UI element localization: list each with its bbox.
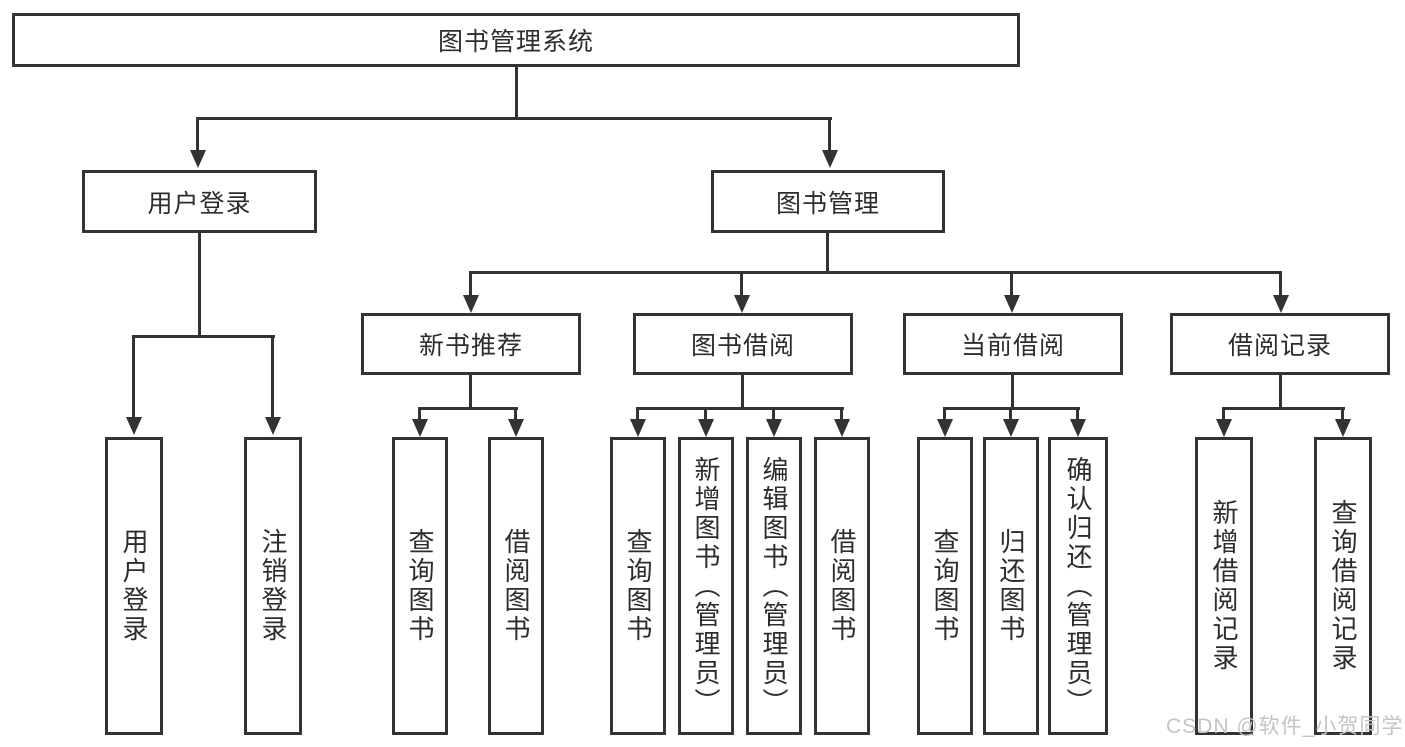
leaf-label: 用户登录 (119, 528, 149, 644)
arrow-down-icon (629, 407, 646, 437)
leaf-label: 新增借阅记录 (1209, 499, 1239, 673)
node-book-management: 图书管理 (711, 170, 945, 233)
connector-root-vertical (515, 67, 518, 117)
leaf-return-books: 归还图书 (983, 437, 1039, 735)
node-new-book-recommendation: 新书推荐 (361, 313, 581, 375)
connector-recommendation-horizontal (419, 407, 518, 410)
node-user-login: 用户登录 (82, 170, 317, 233)
node-borrowing-records: 借阅记录 (1170, 313, 1390, 375)
leaf-query-borrow-record: 查询借阅记录 (1314, 437, 1372, 735)
arrow-down-icon (264, 335, 281, 435)
arrow-down-icon (462, 271, 479, 313)
arrow-down-icon (733, 271, 750, 313)
connector-records-horizontal (1223, 407, 1345, 410)
arrow-down-icon (1334, 407, 1351, 437)
leaf-edit-book-admin: 编辑图书（管理员） (746, 437, 802, 735)
arrow-down-icon (1002, 407, 1019, 437)
connector-current-horizontal (944, 407, 1080, 410)
connector-book-management-vertical (826, 233, 829, 271)
connector-root-horizontal (197, 117, 832, 120)
leaf-label: 借阅图书 (827, 528, 857, 644)
arrow-down-icon (411, 407, 428, 437)
leaf-query-books-borrowing: 查询图书 (610, 437, 666, 735)
leaf-label: 编辑图书（管理员） (759, 455, 789, 717)
leaf-label: 归还图书 (996, 528, 1026, 644)
arrow-down-icon (507, 407, 524, 437)
leaf-label: 确认归还（管理员） (1063, 455, 1093, 717)
connector-borrowing-vertical (741, 375, 744, 407)
arrow-down-icon (765, 407, 782, 437)
arrow-down-icon (833, 407, 850, 437)
connector-user-login-vertical (198, 233, 201, 335)
leaf-label: 新增图书（管理员） (691, 455, 721, 717)
leaf-logout: 注销登录 (244, 437, 302, 735)
leaf-borrow-books-recommend: 借阅图书 (488, 437, 544, 735)
leaf-label: 查询图书 (405, 528, 435, 644)
leaf-query-books-recommend: 查询图书 (392, 437, 448, 735)
leaf-label: 注销登录 (258, 528, 288, 644)
connector-user-login-horizontal (133, 335, 275, 338)
leaf-label: 查询借阅记录 (1328, 499, 1358, 673)
arrow-down-icon (1272, 271, 1289, 313)
leaf-add-borrow-record: 新增借阅记录 (1195, 437, 1253, 735)
leaf-user-login: 用户登录 (105, 437, 163, 735)
connector-current-vertical (1011, 375, 1014, 407)
arrow-down-icon (189, 117, 206, 168)
arrow-down-icon (1215, 407, 1232, 437)
arrow-down-icon (125, 335, 142, 435)
connector-book-management-horizontal (470, 271, 1282, 274)
leaf-borrow-books: 借阅图书 (814, 437, 870, 735)
leaf-label: 查询图书 (930, 528, 960, 644)
node-library-management-system: 图书管理系统 (12, 13, 1020, 67)
connector-records-vertical (1279, 375, 1282, 407)
node-current-borrowing: 当前借阅 (903, 313, 1123, 375)
leaf-confirm-return-admin: 确认归还（管理员） (1048, 437, 1108, 735)
arrow-down-icon (821, 117, 838, 168)
arrow-down-icon (1069, 407, 1086, 437)
node-book-borrowing: 图书借阅 (633, 313, 853, 375)
arrow-down-icon (697, 407, 714, 437)
leaf-query-books-current: 查询图书 (917, 437, 973, 735)
leaf-label: 查询图书 (623, 528, 653, 644)
connector-borrowing-horizontal (637, 407, 844, 410)
arrow-down-icon (936, 407, 953, 437)
leaf-label: 借阅图书 (501, 528, 531, 644)
leaf-add-book-admin: 新增图书（管理员） (678, 437, 734, 735)
connector-recommendation-vertical (469, 375, 472, 407)
arrow-down-icon (1003, 271, 1020, 313)
